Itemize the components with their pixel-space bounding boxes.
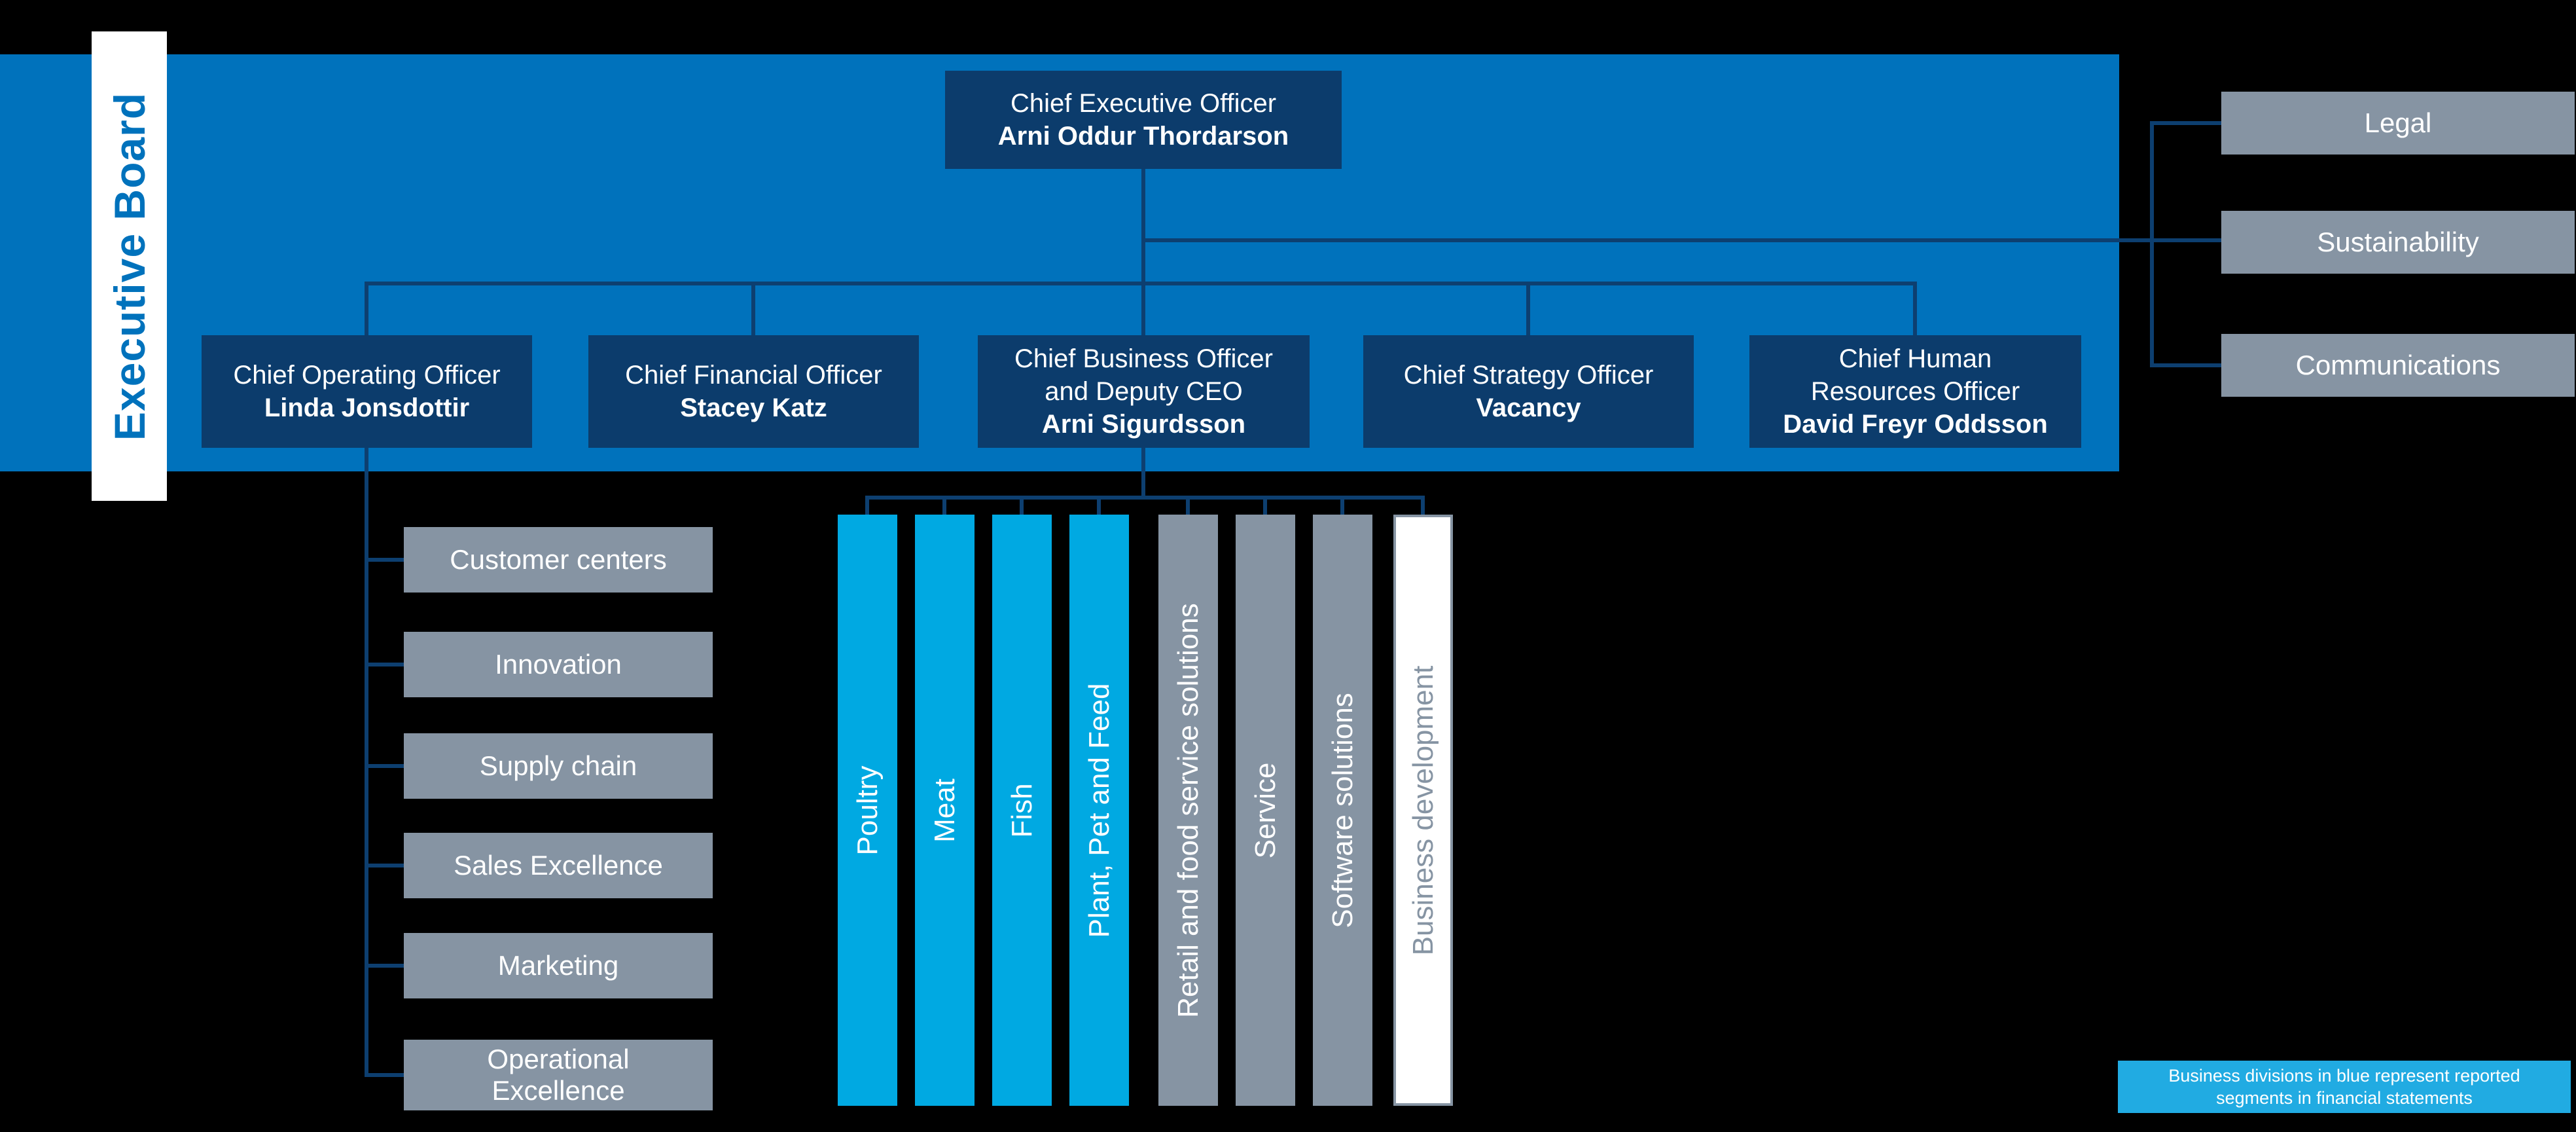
connector-stem-chro	[1913, 282, 1917, 335]
connector-bars-bracket	[865, 496, 1425, 500]
staff-label: Communications	[2295, 350, 2501, 380]
dept-box-customer-centers: Customer centers	[404, 527, 713, 593]
division-label: Poultry	[851, 765, 884, 855]
exec-box-coo: Chief Operating Officer Linda Jonsdottir	[202, 335, 532, 448]
exec-box-cbo: Chief Business Officer and Deputy CEO Ar…	[978, 335, 1310, 448]
exec-title: Chief Strategy Officer	[1403, 361, 1654, 390]
division-label: Business development	[1406, 665, 1439, 955]
staff-box-sustainability: Sustainability	[2221, 211, 2575, 274]
division-label: Software solutions	[1326, 692, 1359, 928]
division-bar-poultry: Poultry	[838, 515, 897, 1106]
legend-note-line: segments in financial statements	[2216, 1088, 2473, 1108]
dept-box-marketing: Marketing	[404, 933, 713, 998]
dept-box-sales-excellence: Sales Excellence	[404, 833, 713, 898]
dept-label: Innovation	[495, 649, 622, 680]
exec-title: Chief Business Officer	[1014, 344, 1273, 373]
dept-box-operational-excellence: Operational Excellence	[404, 1040, 713, 1110]
connector-stub-dept-4	[365, 864, 408, 867]
division-bar-business-development: Business development	[1393, 515, 1453, 1106]
division-bar-software-solutions: Software solutions	[1313, 515, 1372, 1106]
exec-name: Arni Sigurdsson	[1041, 410, 1246, 439]
division-bar-service: Service	[1236, 515, 1295, 1106]
dept-box-supply-chain: Supply chain	[404, 733, 713, 799]
dept-label: Marketing	[497, 950, 619, 981]
connector-stub-dept-1	[365, 558, 408, 562]
dept-box-innovation: Innovation	[404, 632, 713, 697]
exec-name: Stacey Katz	[680, 393, 827, 422]
connector-stub-bar-1	[865, 496, 869, 515]
division-label: Plant, Pet and Feed	[1082, 683, 1115, 938]
connector-cbo-down	[1141, 448, 1145, 500]
exec-title: Chief Human	[1838, 344, 1992, 373]
executive-board-label: Executive Board	[105, 92, 154, 441]
connector-right-bracket	[2150, 121, 2154, 367]
connector-stem-coo	[365, 282, 368, 335]
exec-box-chro: Chief Human Resources Officer David Frey…	[1749, 335, 2081, 448]
dept-label: Supply chain	[479, 750, 637, 781]
division-label: Meat	[928, 778, 961, 843]
division-bar-retail-food-service: Retail and food service solutions	[1158, 515, 1218, 1106]
dept-label: Customer centers	[450, 544, 667, 575]
connector-stub-bar-4	[1097, 496, 1101, 515]
connector-coo-down	[365, 448, 368, 1077]
connector-stub-dept-6	[365, 1073, 408, 1077]
division-label: Retail and food service solutions	[1172, 602, 1204, 1018]
exec-box-cfo: Chief Financial Officer Stacey Katz	[588, 335, 919, 448]
staff-box-legal: Legal	[2221, 92, 2575, 155]
connector-stub-bar-7	[1340, 496, 1344, 515]
connector-ceo-stem	[1141, 169, 1145, 335]
division-label: Service	[1249, 762, 1281, 858]
ceo-box: Chief Executive Officer Arni Oddur Thord…	[945, 71, 1342, 169]
dept-label: Operational Excellence	[487, 1044, 630, 1106]
connector-stub-dept-2	[365, 663, 408, 666]
exec-title: Chief Operating Officer	[233, 361, 501, 390]
connector-stub-communications	[2150, 363, 2221, 367]
connector-stem-cfo	[751, 282, 755, 335]
staff-box-communications: Communications	[2221, 334, 2575, 397]
division-bar-fish: Fish	[992, 515, 1052, 1106]
exec-name: Vacancy	[1476, 393, 1581, 422]
exec-title: Chief Financial Officer	[625, 361, 882, 390]
staff-label: Legal	[2364, 107, 2432, 138]
connector-stub-bar-8	[1421, 496, 1425, 515]
connector-stub-dept-5	[365, 964, 408, 968]
division-bar-plant-pet-feed: Plant, Pet and Feed	[1069, 515, 1129, 1106]
exec-box-cso: Chief Strategy Officer Vacancy	[1363, 335, 1694, 448]
connector-stub-dept-3	[365, 764, 408, 768]
division-bar-meat: Meat	[915, 515, 975, 1106]
exec-name: Linda Jonsdottir	[264, 393, 470, 422]
staff-label: Sustainability	[2317, 227, 2479, 257]
connector-stub-bar-3	[1020, 496, 1024, 515]
ceo-title: Chief Executive Officer	[1010, 89, 1277, 118]
exec-name: David Freyr Oddsson	[1783, 410, 2048, 439]
exec-title: and Deputy CEO	[1045, 377, 1243, 406]
exec-title: Resources Officer	[1810, 377, 2020, 406]
connector-stub-legal	[2150, 121, 2221, 125]
ceo-name: Arni Oddur Thordarson	[997, 122, 1289, 151]
connector-stub-bar-2	[942, 496, 946, 515]
dept-label: Sales Excellence	[454, 850, 663, 881]
executive-board-label-box: Executive Board	[92, 31, 167, 501]
division-label: Fish	[1005, 782, 1038, 838]
connector-stub-bar-6	[1263, 496, 1267, 515]
legend-note: Business divisions in blue represent rep…	[2118, 1061, 2571, 1113]
connector-exec-bracket	[365, 282, 1917, 285]
connector-stub-bar-5	[1186, 496, 1190, 515]
connector-right-branch	[1141, 238, 2221, 242]
legend-note-line: Business divisions in blue represent rep…	[2168, 1066, 2520, 1086]
connector-stem-cso	[1526, 282, 1530, 335]
